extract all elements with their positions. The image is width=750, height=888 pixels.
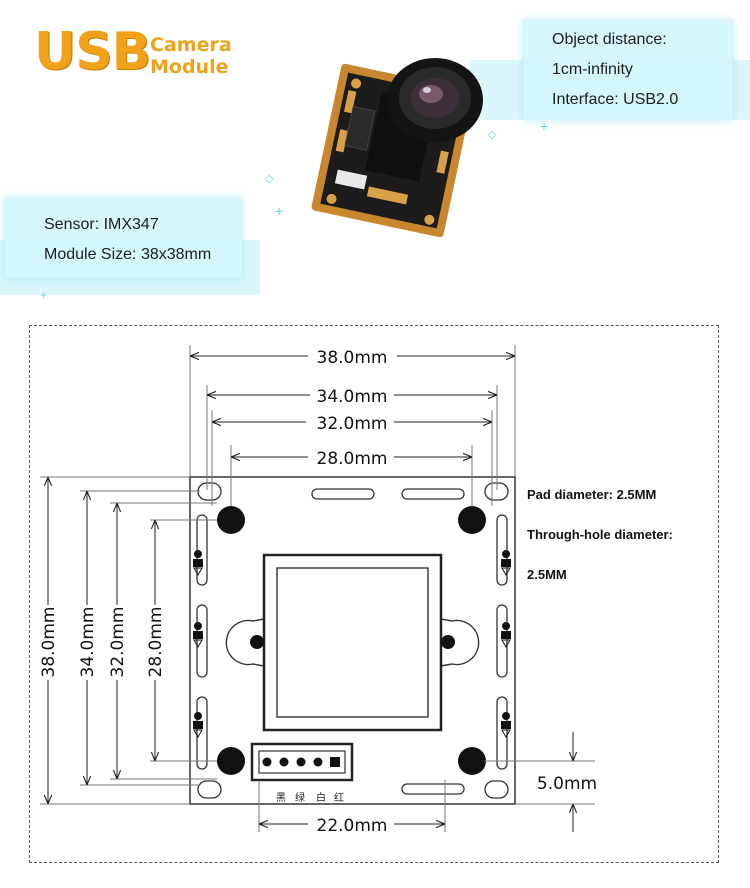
lens-icon [387, 58, 483, 142]
wire-label-red: 红 [334, 791, 344, 804]
object-distance-value: 1cm-infinity [552, 61, 633, 78]
dim-34-vertical-label: 34.0mm [78, 607, 98, 678]
object-distance-label: Object distance: [552, 31, 667, 48]
spec-card-interface: Object distance: 1cm-infinity Interface:… [523, 20, 733, 120]
pad-diameter-note: Pad diameter: 2.5MM [527, 487, 657, 502]
horizontal-dimension-labels: 38.0mm 34.0mm 32.0mm 28.0mm 22.0mm [317, 348, 388, 836]
plus-icon: + [540, 118, 549, 134]
square-icon: ◇ [265, 173, 274, 185]
plus-icon: + [275, 203, 284, 219]
dim-28-vertical-label: 28.0mm [146, 607, 166, 678]
connector-wire-labels: 黑 绿 白 红 [276, 791, 344, 804]
dim-38-vertical-label: 38.0mm [39, 607, 59, 678]
through-hole-value: 2.5MM [527, 567, 567, 582]
dim-32-label: 32.0mm [317, 414, 388, 434]
sensor-text: Sensor: IMX347 [44, 216, 159, 233]
dim-34-label: 34.0mm [317, 387, 388, 407]
wire-label-black: 黑 [276, 792, 286, 804]
lens-holder-outline [225, 553, 480, 732]
dim-5-label: 5.0mm [537, 774, 597, 794]
spec-card-sensor: Sensor: IMX347 Module Size: 38x38mm [5, 198, 242, 278]
dim-32-vertical-label: 32.0mm [108, 607, 128, 678]
camera-module-photo [311, 58, 483, 238]
interface-text: Interface: USB2.0 [552, 91, 679, 108]
dim-22-label: 22.0mm [317, 816, 388, 836]
plus-icon: + [40, 288, 48, 302]
usb-connector [250, 742, 354, 782]
module-size-text: Module Size: 38x38mm [44, 246, 212, 263]
mounting-pads [217, 506, 486, 775]
side-components [193, 550, 511, 739]
logo-usb: USB [34, 22, 151, 82]
through-hole-note: Through-hole diameter: [527, 527, 673, 542]
square-icon: ◇ [488, 129, 497, 141]
vertical-dimension-labels: 38.0mm 34.0mm 32.0mm 28.0mm [39, 607, 166, 678]
wire-label-green: 绿 [295, 791, 305, 804]
horizontal-dimensions [190, 356, 515, 824]
vertical-dimensions [48, 477, 573, 832]
logo-subtitle: Camera Module [150, 34, 232, 78]
drawing-frame [29, 325, 719, 863]
dim-38-label: 38.0mm [317, 348, 388, 368]
logo-line-1: Camera [150, 34, 232, 56]
promo-banner: USB Camera Module [0, 0, 750, 320]
wire-label-white: 白 [316, 791, 326, 804]
logo-line-2: Module [150, 56, 229, 78]
dim-28-label: 28.0mm [317, 449, 388, 469]
